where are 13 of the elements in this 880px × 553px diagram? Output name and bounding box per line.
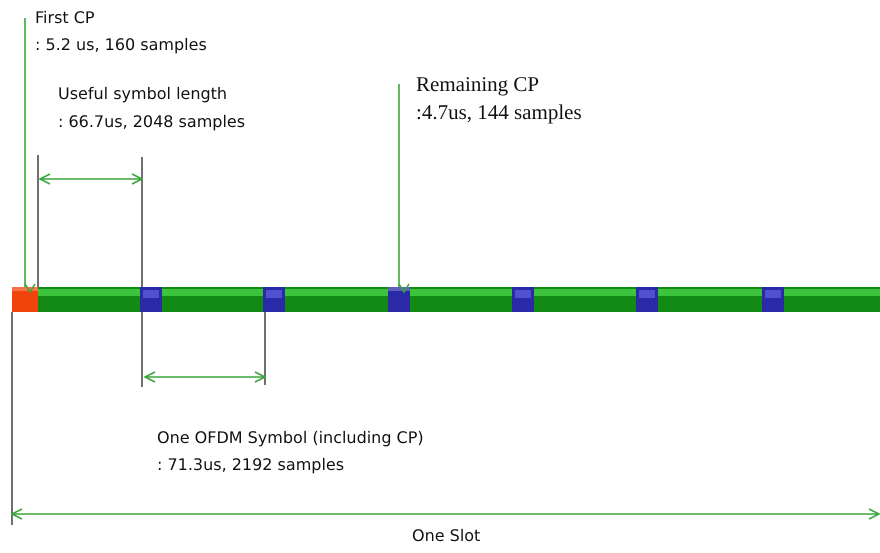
annotation-value: : 5.2 us, 160 samples [35, 34, 207, 56]
dimension-value: : 71.3us, 2192 samples [157, 454, 344, 476]
first-cp-block [12, 287, 38, 312]
annotation-heading: First CP [35, 7, 96, 29]
leader-arrow [24, 18, 36, 293]
annotation-value: :4.7us, 144 samples [416, 99, 582, 126]
dimension-value: : 66.7us, 2048 samples [58, 111, 246, 133]
leader-arrow [398, 84, 410, 293]
dimension-caption: One OFDM Symbol (including CP) [157, 427, 424, 449]
annotation-heading: Remaining CP [416, 71, 540, 98]
dimension-caption: One Slot [412, 525, 480, 547]
dimension-caption: Useful symbol length [58, 83, 228, 105]
cp-block [388, 287, 410, 312]
